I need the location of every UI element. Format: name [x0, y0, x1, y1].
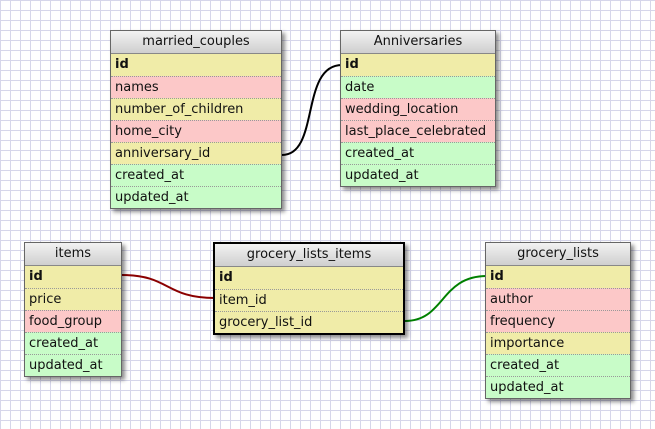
field-row[interactable]: author: [486, 288, 630, 310]
field-row[interactable]: updated_at: [341, 164, 495, 186]
field-row[interactable]: created_at: [486, 354, 630, 376]
table-grocery-lists-items[interactable]: grocery_lists_items id item_id grocery_l…: [213, 242, 405, 335]
table-grocery-lists[interactable]: grocery_lists id author frequency import…: [485, 242, 631, 399]
table-married-couples[interactable]: married_couples id names number_of_child…: [110, 30, 282, 209]
table-items[interactable]: items id price food_group created_at upd…: [24, 242, 122, 377]
field-row[interactable]: last_place_celebrated: [341, 120, 495, 142]
relation-anniversary-link[interactable]: [281, 64, 343, 156]
field-row[interactable]: importance: [486, 332, 630, 354]
field-row[interactable]: date: [341, 76, 495, 98]
table-title: grocery_lists: [486, 243, 630, 266]
field-row[interactable]: created_at: [111, 164, 281, 186]
field-row[interactable]: updated_at: [25, 354, 121, 376]
field-row[interactable]: names: [111, 76, 281, 98]
field-row[interactable]: wedding_location: [341, 98, 495, 120]
field-row[interactable]: item_id: [215, 289, 403, 311]
table-title: married_couples: [111, 31, 281, 54]
field-row[interactable]: id: [341, 54, 495, 76]
field-row[interactable]: id: [215, 267, 403, 289]
field-row[interactable]: id: [25, 266, 121, 288]
field-row[interactable]: updated_at: [111, 186, 281, 208]
field-row[interactable]: price: [25, 288, 121, 310]
field-row[interactable]: food_group: [25, 310, 121, 332]
field-row[interactable]: id: [111, 54, 281, 76]
field-row[interactable]: anniversary_id: [111, 142, 281, 164]
table-title: Anniversaries: [341, 31, 495, 54]
table-title: items: [25, 243, 121, 266]
table-anniversaries[interactable]: Anniversaries id date wedding_location l…: [340, 30, 496, 187]
relation-item-link[interactable]: [121, 274, 216, 299]
field-row[interactable]: created_at: [341, 142, 495, 164]
field-row[interactable]: updated_at: [486, 376, 630, 398]
table-title: grocery_lists_items: [215, 244, 403, 267]
field-row[interactable]: id: [486, 266, 630, 288]
relation-grocery-list-link[interactable]: [404, 275, 488, 322]
field-row[interactable]: grocery_list_id: [215, 311, 403, 333]
field-row[interactable]: frequency: [486, 310, 630, 332]
field-row[interactable]: home_city: [111, 120, 281, 142]
field-row[interactable]: number_of_children: [111, 98, 281, 120]
field-row[interactable]: created_at: [25, 332, 121, 354]
